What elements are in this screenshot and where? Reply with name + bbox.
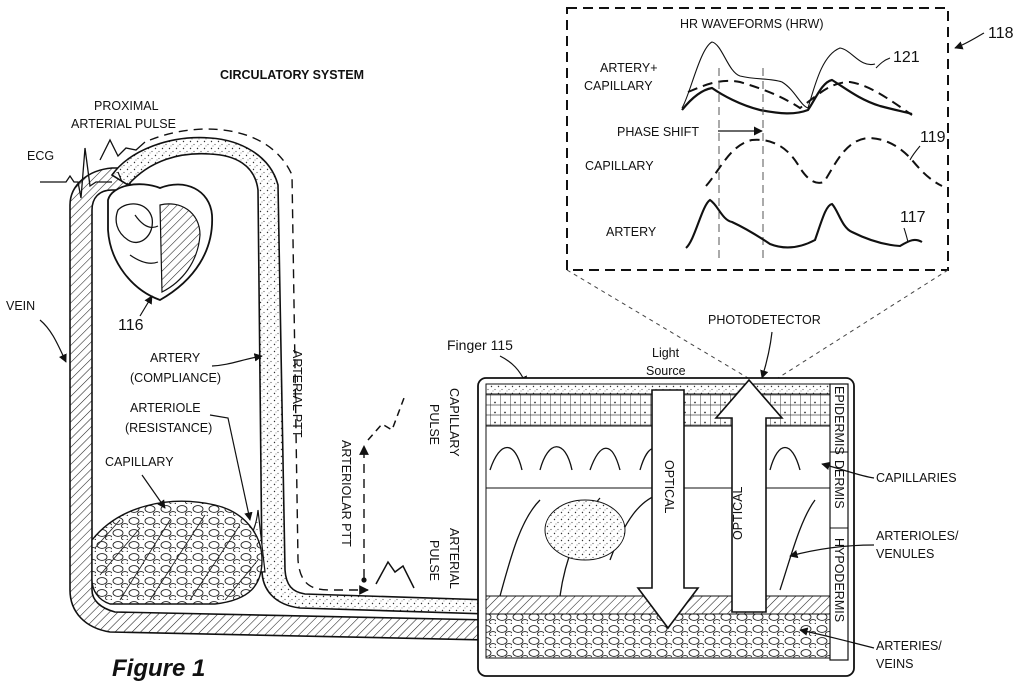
combined-label-line2: CAPILLARY	[584, 79, 653, 93]
vein-label: VEIN	[6, 299, 35, 313]
ref-121: 121	[893, 49, 920, 66]
arterial-ptt-label: ARTERIAL PTT	[290, 350, 304, 438]
heart	[108, 184, 212, 300]
ref-116: 116	[118, 317, 144, 334]
arterial-pulse-label-line2: PULSE	[427, 540, 441, 581]
arterioles-label: ARTERIOLES/	[876, 529, 959, 543]
arterial-pulse-label: ARTERIAL	[447, 528, 461, 589]
capillary-pulse-trace	[368, 398, 404, 440]
waveform-panel: HR WAVEFORMS (HRW) ARTERY+ CAPILLARY 121…	[567, 8, 948, 270]
light-source-label-line2: Source	[646, 364, 686, 378]
diagram-title: CIRCULATORY SYSTEM	[220, 68, 364, 82]
figure-label: Figure 1	[112, 655, 205, 682]
ref-119: 119	[920, 129, 946, 146]
capillary-wave-label: CAPILLARY	[585, 159, 654, 173]
optical-up-label: OPTICAL	[731, 486, 745, 540]
artery-wave-label: ARTERY	[606, 225, 657, 239]
ecg-label: ECG	[27, 149, 54, 163]
photodetector-label: PHOTODETECTOR	[708, 313, 821, 327]
light-source-label: Light	[652, 346, 680, 360]
artery-label: ARTERY	[150, 351, 201, 365]
combined-label: ARTERY+	[600, 61, 658, 75]
arteriole-label-line2: (RESISTANCE)	[125, 421, 212, 435]
optical-down-label: OPTICAL	[662, 460, 676, 514]
proximal-pulse-label-line2: ARTERIAL PULSE	[71, 117, 176, 131]
arteriole-label: ARTERIOLE	[130, 401, 201, 415]
arterioles-label-line2: VENULES	[876, 547, 934, 561]
capillaries-label: CAPILLARIES	[876, 471, 957, 485]
capillary-label: CAPILLARY	[105, 455, 174, 469]
ref-118: 118	[988, 25, 1014, 42]
epidermis-label: EPIDERMIS	[832, 386, 846, 455]
capillary-pulse-label-line2: PULSE	[427, 404, 441, 445]
artery-label-line2: (COMPLIANCE)	[130, 371, 221, 385]
arteriolar-ptt-label: ARTERIOLAR PTT	[339, 440, 353, 547]
phase-shift-label: PHASE SHIFT	[617, 125, 699, 139]
hypodermis-label: HYPODERMIS	[832, 538, 846, 622]
proximal-pulse-label: PROXIMAL	[94, 99, 159, 113]
capillary-bed	[92, 501, 262, 604]
waveform-title: HR WAVEFORMS (HRW)	[680, 17, 824, 31]
arteries-label: ARTERIES/	[876, 639, 942, 653]
ref-117: 117	[900, 209, 926, 226]
arteries-label-line2: VEINS	[876, 657, 914, 671]
arterial-pulse-trace	[376, 562, 414, 588]
finger-cross-section: OPTICAL OPTICAL EPIDERMIS DERMIS HYPODER…	[478, 378, 854, 676]
finger-label: Finger 115	[447, 337, 513, 353]
capillary-pulse-label: CAPILLARY	[447, 388, 461, 457]
